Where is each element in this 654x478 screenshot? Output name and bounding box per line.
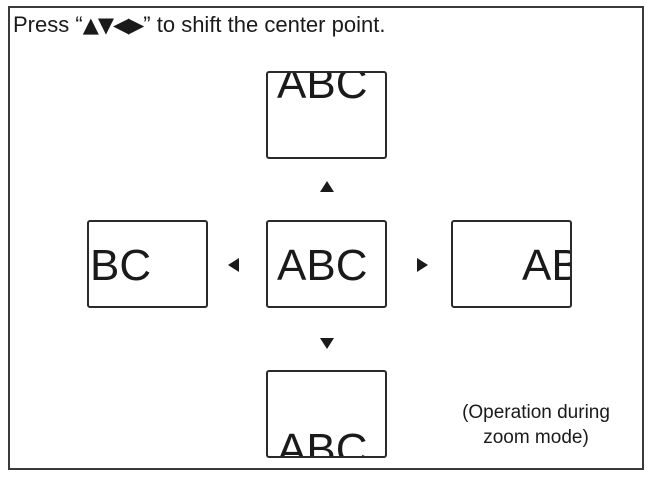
screen-bottom: ABC bbox=[266, 370, 387, 458]
screen-top: ABC bbox=[266, 71, 387, 159]
screen-right: AB bbox=[451, 220, 572, 308]
instruction-text: Press “▲▼◀▶” to shift the center point. bbox=[13, 12, 385, 38]
screen-center-text: ABC bbox=[277, 241, 368, 290]
zoom-mode-note-line1: (Operation during bbox=[462, 402, 610, 423]
screen-left-text: BC bbox=[90, 241, 152, 290]
triangle-up-icon bbox=[320, 181, 334, 192]
triangle-left-icon bbox=[228, 258, 239, 272]
screen-right-text: AB bbox=[522, 241, 570, 290]
instruction-suffix: ” to shift the center point. bbox=[143, 12, 386, 37]
screen-left: BC bbox=[87, 220, 208, 308]
direction-keys-glyphs: ▲▼◀▶ bbox=[82, 13, 145, 37]
zoom-mode-note-line2: zoom mode) bbox=[483, 427, 589, 448]
instruction-prefix: Press “ bbox=[13, 12, 83, 37]
screen-bottom-text: ABC bbox=[277, 425, 368, 458]
screen-center: ABC bbox=[266, 220, 387, 308]
screen-top-text: ABC bbox=[277, 71, 368, 108]
triangle-down-icon bbox=[320, 338, 334, 349]
zoom-mode-note: (Operation during zoom mode) bbox=[436, 400, 636, 450]
triangle-right-icon bbox=[417, 258, 428, 272]
